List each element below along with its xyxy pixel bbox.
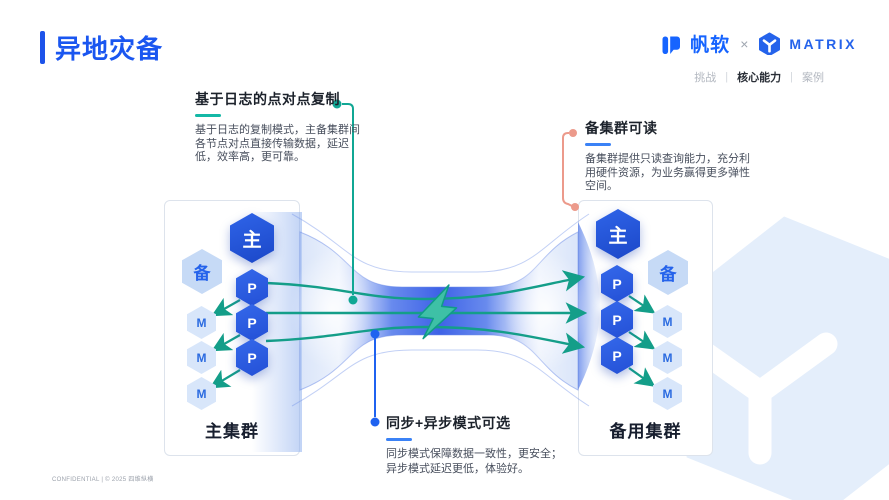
- annotation-sync-desc: 同步模式保障数据一致性，更安全； 异步模式延迟更低，体验好。: [386, 448, 562, 475]
- annotation-readable: 备集群可读 备集群提供只读查询能力，充分利 用硬件资源，为业务赢得更多弹性 空间…: [585, 118, 770, 194]
- annotation-sync-title: 同步+异步模式可选: [386, 415, 511, 431]
- nav-tab-core-capability[interactable]: 核心能力: [737, 72, 782, 84]
- watermark-y-icon: [683, 332, 838, 465]
- main-cluster-label: 主集群: [205, 422, 259, 441]
- section-nav: 挑战 | 核心能力 | 案例: [694, 69, 824, 85]
- page-title: 异地灾备: [55, 34, 164, 64]
- nav-tab-challenge[interactable]: 挑战: [694, 72, 717, 84]
- fanruan-logo-text: 帆软: [690, 35, 731, 56]
- nav-separator: |: [790, 71, 793, 83]
- nav-separator: |: [725, 71, 729, 83]
- fanruan-logo-icon: [662, 36, 681, 54]
- sync-connector: [370, 329, 380, 427]
- annotation-p2p-underline: [195, 114, 221, 117]
- backup-cluster-label: 备用集群: [609, 422, 682, 441]
- footer-confidential: CONFIDENTIAL | © 2025 四维纵横: [52, 477, 154, 483]
- lightning-icon: [417, 284, 458, 340]
- brand-lockup: 帆软 × MATRIX: [660, 30, 857, 57]
- replication-flow-lines: [265, 270, 588, 354]
- annotation-p2p-title: 基于日志的点对点复制: [195, 91, 340, 107]
- annotation-sync-underline: [386, 438, 412, 441]
- readable-connector: [562, 129, 579, 211]
- brand-separator: ×: [740, 35, 749, 52]
- annotation-p2p-desc: 基于日志的复制模式，主备集群间 各节点对点直接传输数据，延迟 低，效率高，更可靠…: [195, 124, 360, 163]
- nav-tab-case[interactable]: 案例: [802, 72, 824, 84]
- matrix-logo-text: MATRIX: [789, 35, 857, 52]
- annotation-readable-title: 备集群可读: [585, 120, 658, 136]
- data-pipe: [299, 231, 579, 391]
- annotation-readable-desc: 备集群提供只读查询能力，充分利 用硬件资源，为业务赢得更多弹性 空间。: [585, 153, 750, 192]
- matrix-logo-icon: [759, 32, 781, 55]
- title-accent-bar: [40, 31, 45, 64]
- annotation-readable-underline: [585, 143, 611, 146]
- annotation-p2p: 基于日志的点对点复制 基于日志的复制模式，主备集群间 各节点对点直接传输数据，延…: [195, 89, 380, 165]
- annotation-sync: 同步+异步模式可选 同步模式保障数据一致性，更安全； 异步模式延迟更低，体验好。: [386, 413, 586, 477]
